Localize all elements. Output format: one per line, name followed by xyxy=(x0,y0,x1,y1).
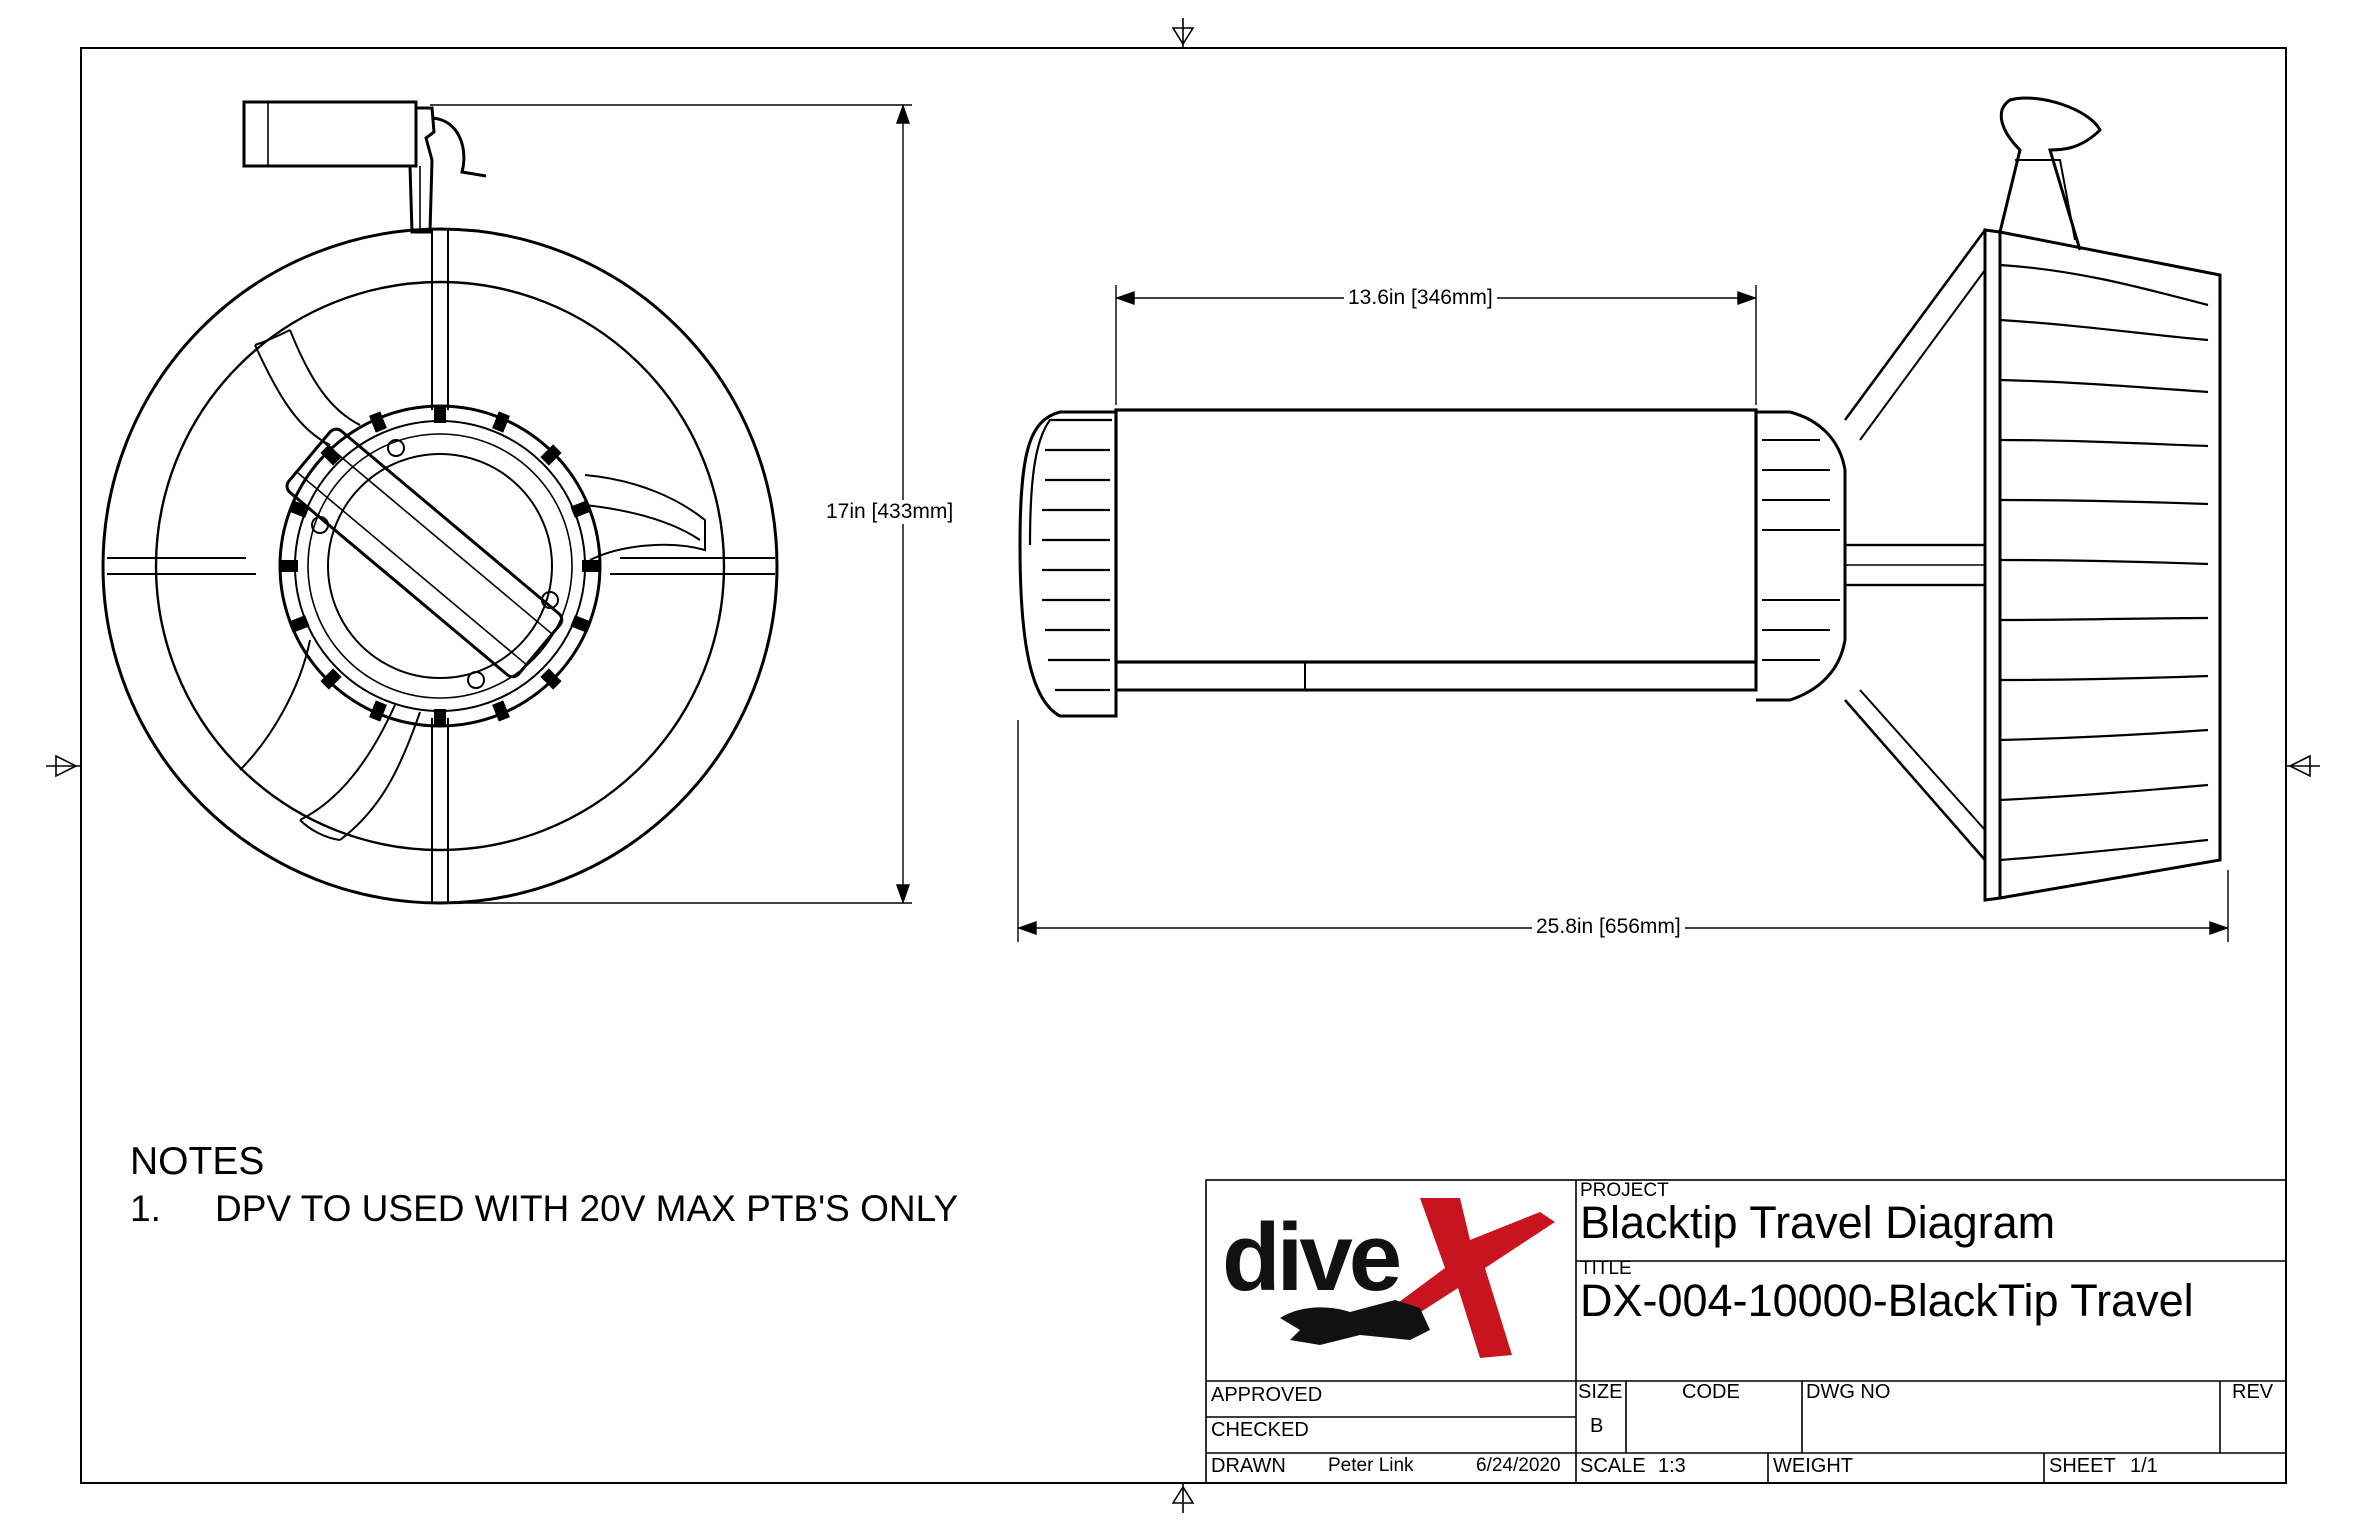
length-dimensions xyxy=(1016,285,2230,942)
title-block-grid xyxy=(1205,1179,2287,1484)
approved-label: APPROVED xyxy=(1211,1384,1323,1406)
drawn-label: DRAWN xyxy=(1211,1455,1286,1477)
notes-heading: NOTES xyxy=(130,1140,265,1183)
weight-label: WEIGHT xyxy=(1773,1455,1853,1477)
project-name: Blacktip Travel Diagram xyxy=(1580,1197,2056,1248)
size-value: B xyxy=(1590,1415,1604,1437)
drawn-date: 6/24/2020 xyxy=(1476,1455,1561,1476)
sheet-border xyxy=(80,47,2287,1484)
note-number: 1. xyxy=(130,1188,161,1229)
code-label: CODE xyxy=(1682,1381,1740,1403)
dwg-no-label: DWG NO xyxy=(1806,1381,1891,1403)
sheet-value: 1/1 xyxy=(2130,1455,2158,1477)
body-length-dimension-label: 13.6in [346mm] xyxy=(1344,286,1497,310)
front-view xyxy=(101,100,779,905)
rev-label: REV xyxy=(2232,1381,2274,1403)
side-view xyxy=(1018,96,2222,902)
size-label: SIZE xyxy=(1578,1381,1623,1403)
centering-marks xyxy=(46,18,2320,1513)
drawn-by: Peter Link xyxy=(1328,1455,1414,1476)
scale-value: 1:3 xyxy=(1658,1455,1686,1477)
note-text: DPV TO USED WITH 20V MAX PTB'S ONLY xyxy=(215,1188,959,1229)
title-label: TITLE xyxy=(1580,1258,1632,1279)
sheet-label: SHEET xyxy=(2049,1455,2116,1477)
divex-logo: dive xyxy=(1222,1198,1555,1358)
scale-label: SCALE xyxy=(1580,1455,1646,1477)
svg-text:dive: dive xyxy=(1222,1204,1400,1311)
drawing-title: DX-004-10000-BlackTip Travel xyxy=(1580,1275,2194,1326)
checked-label: CHECKED xyxy=(1211,1419,1309,1441)
project-label: PROJECT xyxy=(1580,1180,1669,1201)
height-dimension-label: 17in [433mm] xyxy=(822,500,958,524)
overall-length-dimension-label: 25.8in [656mm] xyxy=(1532,915,1685,939)
